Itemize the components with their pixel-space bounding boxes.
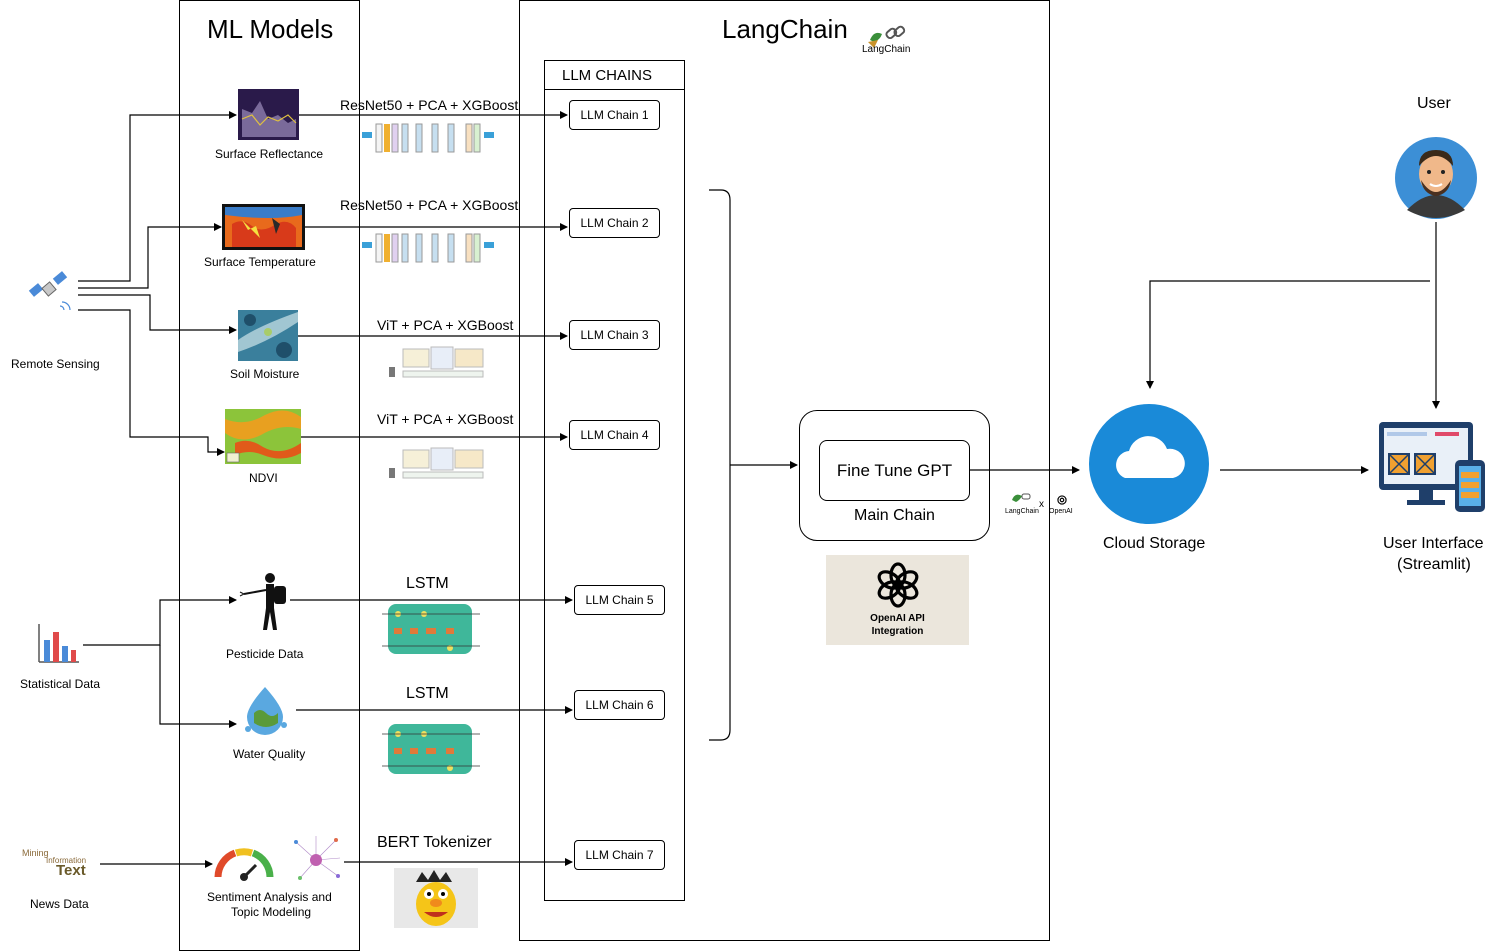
vit-architecture-thumbnail-2 (385, 446, 489, 486)
sentiment-label-line2: Topic Modeling (231, 905, 312, 919)
word-cloud-text: Text (56, 862, 86, 879)
llm-chain-7: LLM Chain 7 (574, 840, 665, 870)
resnet-architecture-thumbnail-1 (362, 118, 496, 158)
soil-moisture-label: Soil Moisture (230, 367, 300, 381)
pipeline-label-4: ViT + PCA + XGBoost (377, 411, 514, 427)
pesticide-data-label: Pesticide Data (226, 647, 304, 661)
text-mining-word-cloud: Mining Text Information (20, 846, 100, 882)
resnet-architecture-thumbnail-2 (362, 228, 496, 268)
water-quality-globe-icon (240, 685, 290, 737)
llm-chain-1: LLM Chain 1 (569, 100, 660, 130)
openai-tile-line1: OpenAI API (870, 613, 925, 624)
badge-openai-icon (1057, 495, 1067, 505)
user-label: User (1417, 95, 1451, 112)
cloud-storage-icon (1089, 404, 1209, 524)
sentiment-label-line1: Sentiment Analysis and (207, 890, 332, 904)
llm-chains-panel (544, 60, 685, 901)
pipeline-label-5: LSTM (406, 575, 449, 592)
openai-logo-icon (877, 562, 919, 608)
llm-chain-3: LLM Chain 3 (569, 320, 660, 350)
langchain-logo-text: LangChain (862, 44, 911, 55)
surface-temperature-map-icon (222, 204, 305, 250)
pesticide-sprayer-icon (238, 570, 290, 631)
bert-character-icon (394, 868, 478, 928)
word-cloud-information: Information (46, 856, 87, 865)
main-chain-label: Main Chain (854, 507, 935, 524)
pipeline-label-6: LSTM (406, 685, 449, 702)
llm-chain-4: LLM Chain 4 (569, 420, 660, 450)
llm-chains-header: LLM CHAINS (562, 67, 653, 84)
llm-chain-6: LLM Chain 6 (574, 690, 665, 720)
main-chain-box (799, 410, 990, 541)
ml-models-title: ML Models (207, 14, 334, 44)
pipeline-label-7: BERT Tokenizer (377, 834, 492, 851)
lstm-cell-thumbnail-1 (380, 600, 484, 662)
surface-reflectance-chart-icon (238, 89, 299, 140)
langchain-logo: LangChain (862, 24, 918, 58)
statistics-bar-chart-icon (35, 620, 81, 668)
cloud-storage-label: Cloud Storage (1103, 535, 1206, 552)
water-quality-label: Water Quality (233, 747, 306, 761)
soil-moisture-map-icon (238, 310, 298, 361)
user-avatar-icon (1395, 130, 1477, 220)
langchain-title: LangChain (722, 14, 848, 44)
surface-reflectance-label: Surface Reflectance (215, 147, 324, 161)
pipeline-label-2: ResNet50 + PCA + XGBoost (340, 197, 519, 213)
llm-chain-2: LLM Chain 2 (569, 208, 660, 238)
langchain-x-openai-badge: LangChain x OpenAI (1004, 492, 1080, 518)
sentiment-gauge-icon (214, 845, 274, 881)
satellite-icon (28, 268, 78, 320)
pipeline-label-3: ViT + PCA + XGBoost (377, 317, 514, 333)
ndvi-label: NDVI (249, 471, 278, 485)
ndvi-map-icon (225, 409, 301, 464)
llm-chain-5: LLM Chain 5 (574, 585, 665, 615)
arrow-user-to-cloud (1146, 280, 1430, 389)
badge-x: x (1039, 499, 1044, 510)
statistical-data-label: Statistical Data (20, 677, 101, 691)
badge-langchain-text: LangChain (1005, 508, 1039, 515)
user-interface-monitor-icon (1375, 420, 1491, 516)
user-interface-label-line2: (Streamlit) (1397, 556, 1471, 573)
openai-api-tile: OpenAI API Integration (826, 555, 969, 645)
vit-architecture-thumbnail-1 (385, 345, 489, 385)
news-data-label: News Data (30, 897, 89, 911)
lstm-cell-thumbnail-2 (380, 720, 484, 782)
topic-modeling-network-icon (290, 832, 344, 888)
fine-tune-gpt-box: Fine Tune GPT (819, 440, 970, 501)
pipeline-label-1: ResNet50 + PCA + XGBoost (340, 97, 519, 113)
user-interface-label-line1: User Interface (1383, 535, 1484, 552)
openai-tile-line2: Integration (871, 626, 924, 637)
word-cloud-mining: Mining (22, 848, 49, 858)
llm-chains-header-divider (544, 89, 685, 90)
remote-sensing-label: Remote Sensing (11, 357, 100, 371)
surface-temperature-label: Surface Temperature (204, 255, 316, 269)
badge-openai-text: OpenAI (1049, 508, 1073, 515)
